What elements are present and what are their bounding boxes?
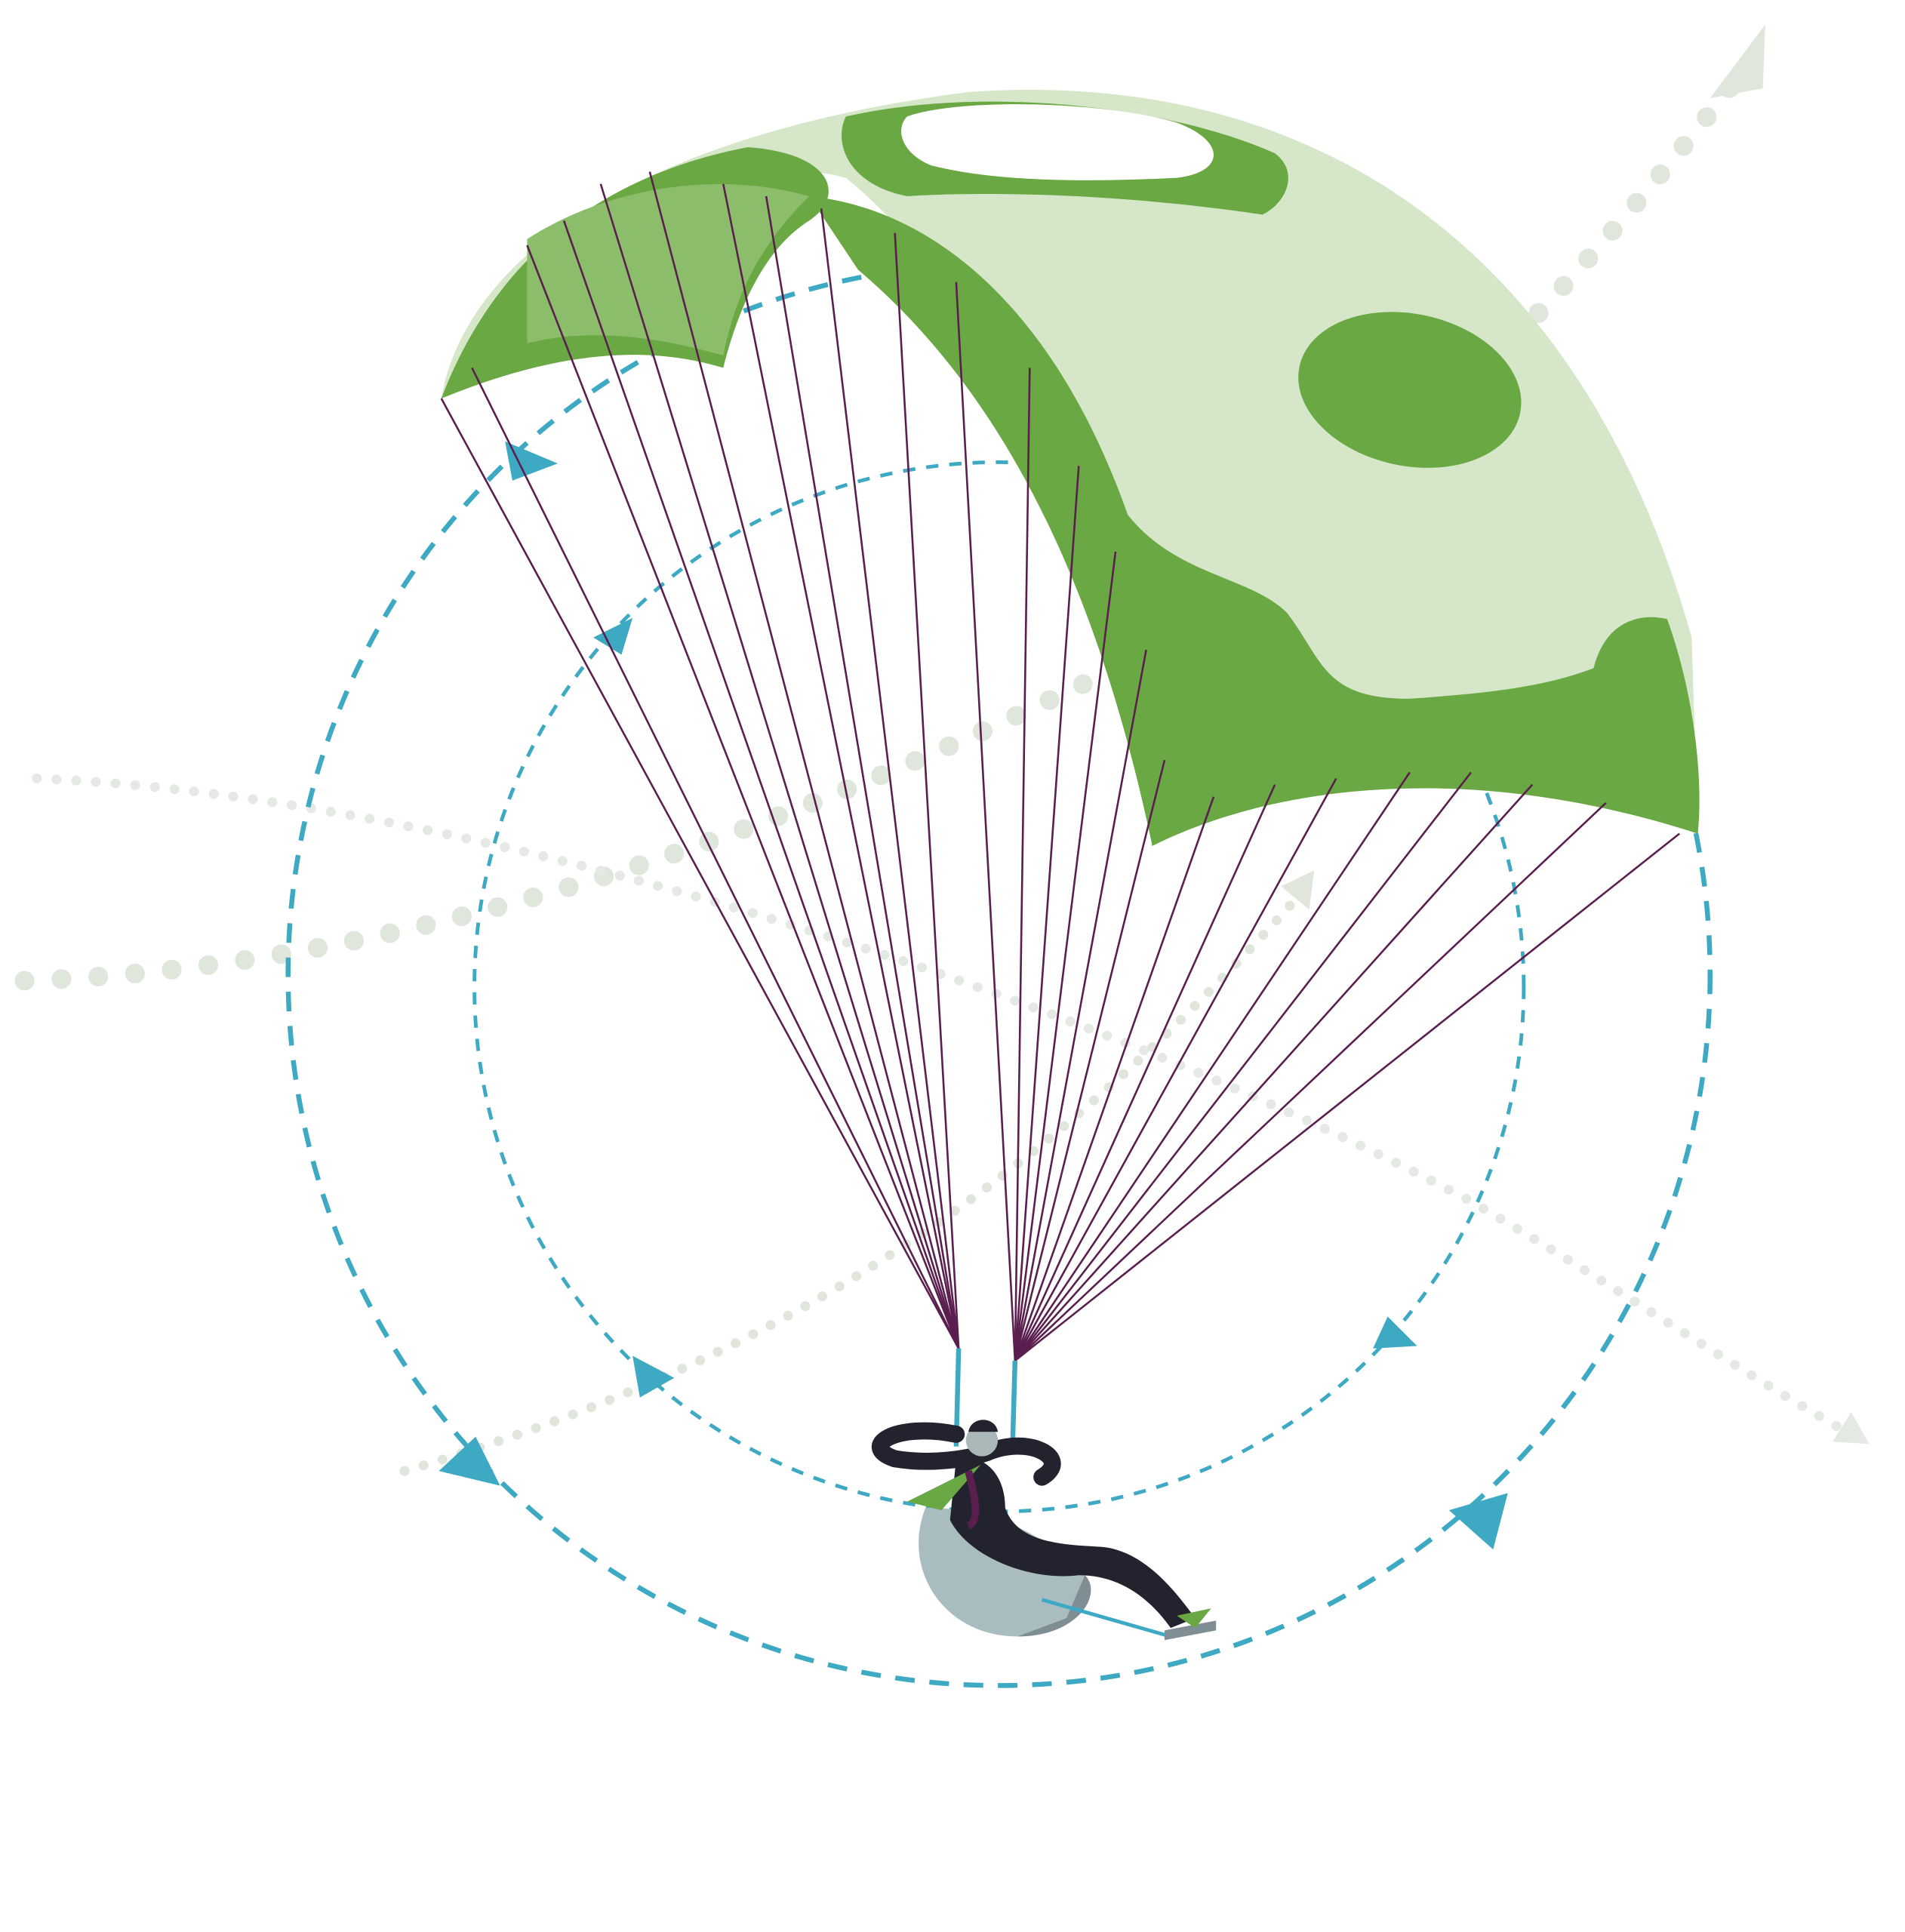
paraglider-pilot <box>872 1348 1217 1641</box>
pilot-head <box>965 1424 999 1457</box>
trajectory-trails <box>14 24 1870 1476</box>
banknote-portrait-oval <box>901 104 1214 180</box>
pilot-body <box>949 1457 1196 1629</box>
riser-right <box>1010 1360 1018 1447</box>
dotted-trajectory-arrow-icon <box>1710 24 1765 99</box>
circular-arrow-icon <box>593 617 633 655</box>
circular-arrow-icon <box>505 441 559 481</box>
circular-arrow-icon <box>439 1436 500 1486</box>
banknote-canopy <box>441 89 1700 846</box>
banknote-spot <box>1298 312 1522 468</box>
canopy-left-panel-inner <box>527 184 809 356</box>
suspension-lines <box>440 171 1680 1362</box>
trail-small-arrowhead <box>1281 870 1315 910</box>
tie <box>906 1465 981 1511</box>
canopy-right-band <box>1128 515 1700 846</box>
harness-strap <box>965 1469 980 1530</box>
circular-arrow-icon <box>1373 1316 1417 1349</box>
trail-small <box>399 890 1305 1476</box>
outer-orbit <box>285 261 1713 1688</box>
seat-shadow <box>1017 1575 1091 1637</box>
pilot-arm <box>872 1422 1061 1486</box>
seat <box>919 1507 1091 1637</box>
circular-arrow-icon <box>1448 1493 1508 1550</box>
feet-bar <box>1041 1598 1171 1638</box>
trail-lower-right-arrowhead <box>1833 1412 1870 1444</box>
shoe <box>1164 1620 1217 1641</box>
shoe-accent <box>1177 1608 1211 1629</box>
pilot-hair <box>968 1420 999 1432</box>
circular-arrow-icon <box>632 1355 675 1398</box>
canopy-front-band <box>808 196 1192 846</box>
